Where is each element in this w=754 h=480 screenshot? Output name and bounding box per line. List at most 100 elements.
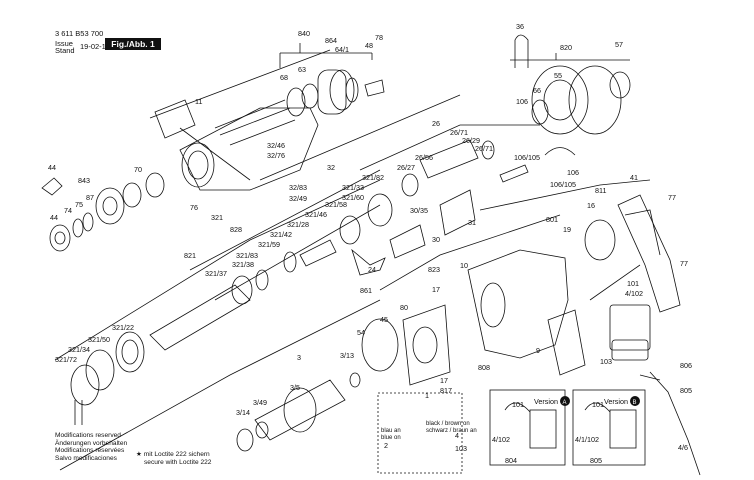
housing-front-ring [181,142,215,188]
part-55: 55 [554,71,562,80]
armature-fan [283,387,317,433]
leader-820 [510,53,630,61]
figure-label: Fig./Abb. 1 [105,38,161,50]
part-820: 820 [560,43,572,52]
wire-black-brown-en: black / brown on [426,421,470,427]
bearing-64-1 [345,77,359,103]
part-321-38: 321/38 [232,260,254,269]
stand-label: Stand [55,46,75,55]
part-64-1: 64/1 [335,45,349,54]
pin-321-42 [299,239,337,267]
part-19: 19 [563,225,571,234]
loctite-en: secure with Loctite 222 [144,458,212,466]
part-1: 1 [425,391,429,400]
note-de: Änderungen vorbehalten [55,439,128,447]
part-76: 76 [190,203,198,212]
part-321-50: 321/50 [88,335,110,344]
part-32-46: 32/46 [267,141,285,150]
part-843: 843 [78,176,90,185]
badge-b-text: B [633,400,637,406]
pins-321-72 [74,400,83,425]
part-801: 801 [546,215,558,224]
bearing-3-14 [236,428,254,452]
part-44b: 44 [50,213,58,222]
wire-blue-de: blau an [381,428,401,434]
part-106-105b: 106/105 [550,180,576,189]
shaft-26 [419,139,479,179]
bearing-3-13 [349,372,361,388]
part-321-37: 321/37 [205,269,227,278]
switch-801 [584,219,616,261]
part-321-72: 321/72 [55,355,77,364]
part-30-35: 30/35 [410,206,428,215]
field-coil-45 [402,304,451,386]
part-828: 828 [230,225,242,234]
note-fr: Modifications réservées [55,447,125,455]
wire-black-brown-de: schwarz / braun an [426,428,477,434]
version-b-badge [630,396,640,406]
part-817: 817 [440,386,452,395]
note-es: Salvo modificaciones [55,454,117,462]
part-66: 66 [533,86,541,95]
part-63: 63 [298,65,306,74]
loctite-note: ★ mit Loctite 222 sichern secure with Lo… [136,451,211,466]
part-106-105a: 106/105 [514,153,540,162]
ring-321-38 [255,269,269,291]
part-4-102: 4/102 [625,289,643,298]
part-68: 68 [280,73,288,82]
clip-48 [364,79,385,97]
document-number: 3 611 B53 700 [55,29,104,38]
ring-321-37 [231,275,253,305]
loctite-de: mit Loctite 222 sichern [143,451,210,458]
part-106a: 106 [516,97,528,106]
housing-opening [480,282,506,328]
part-106b: 106 [567,168,579,177]
part-26-29: 26/29 [462,136,480,145]
part-321: 321 [211,213,223,222]
wire-blue-en: blue on [381,435,401,441]
part-805b: 805 [590,456,602,465]
frame-left [54,179,381,471]
part-77b: 77 [680,259,688,268]
part-321-82: 321/82 [362,173,384,182]
part-70: 70 [134,165,142,174]
part-321-83: 321/83 [236,251,258,260]
part-321-58: 321/58 [325,200,347,209]
part-3: 3 [297,353,301,362]
spring-26-27 [499,164,529,183]
part-321-42: 321/42 [270,230,292,239]
star-icon: ★ [136,451,144,458]
part-321-46: 321/46 [305,210,327,219]
spring-106-105 [544,147,576,156]
inset-version-b [572,389,646,466]
gear-864-face [329,69,355,111]
note-en: Modifications reserved [55,432,121,439]
housing-inner-ring [187,150,209,180]
part-3-13: 3/13 [340,351,354,360]
part-4: 4 [455,431,459,440]
ring-321-60 [339,215,361,245]
ring-321-34 [85,349,115,391]
part-57: 57 [615,40,623,49]
housing-ribs [214,99,296,146]
part-17a: 17 [432,285,440,294]
part-321-33: 321/33 [342,183,364,192]
shaft-30 [389,224,426,259]
issue-date: 19-02-14 [80,42,111,51]
sleeve-843 [95,187,125,225]
gear-31 [439,189,476,236]
part-321-34: 321/34 [68,345,90,354]
part-321-59: 321/59 [258,240,280,249]
ring-74 [72,218,84,238]
part-75: 75 [75,200,83,209]
part-808: 808 [478,363,490,372]
cable-805 [649,371,701,476]
cap-44 [41,177,63,196]
part-321-28: 321/28 [287,220,309,229]
label-plate [154,99,196,139]
part-3-5: 3/5 [290,383,300,392]
part-45: 45 [380,315,388,324]
part-48: 48 [365,41,373,50]
gear-864 [317,69,347,115]
inset-wiring [377,392,463,474]
